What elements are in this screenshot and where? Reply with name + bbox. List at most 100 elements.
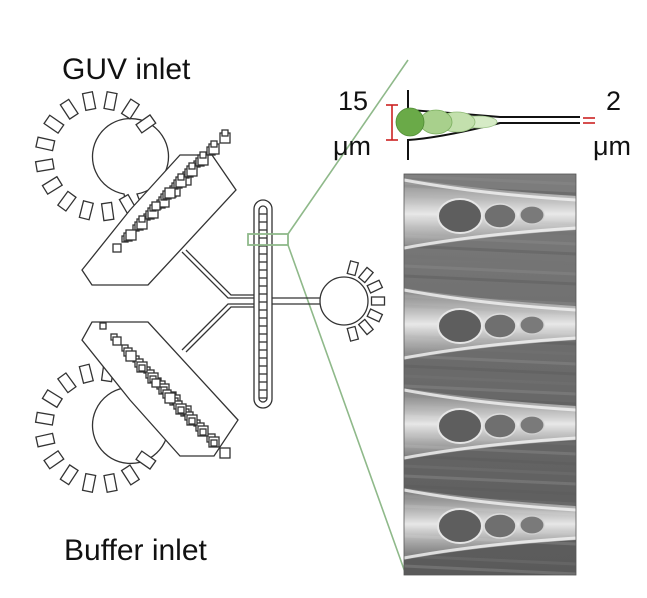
microscopy-streak: [403, 474, 577, 486]
filter-square: [188, 417, 196, 425]
filter-square: [210, 140, 218, 148]
trapped-vesicle: [437, 508, 483, 544]
filter-square: [138, 364, 146, 372]
microscopy-channel-wall: [403, 536, 577, 560]
microscopy-channel-wall: [403, 178, 577, 202]
filter-pillar: [81, 91, 97, 112]
microscopy-streak: [403, 454, 577, 466]
microscopy-streak: [403, 364, 577, 376]
vesicle-mid: [419, 109, 453, 135]
filter-square: [151, 201, 161, 211]
trapped-vesicle: [437, 408, 483, 444]
filter-pillar: [120, 98, 141, 120]
microscopy-streak: [403, 244, 577, 256]
filter-pillar: [35, 432, 56, 448]
filter-square: [219, 447, 231, 459]
microscopy-streak: [403, 384, 577, 396]
filter-pillar: [135, 450, 157, 470]
buffer-filter-region: [81, 321, 239, 459]
filter-pillar: [34, 158, 55, 173]
microscopy-streak: [403, 174, 577, 186]
filter-square: [164, 392, 176, 404]
guv-inlet-reservoir: [34, 90, 170, 222]
filter-pillar: [81, 472, 97, 493]
filter-square: [177, 406, 185, 414]
filter-square: [112, 336, 122, 346]
filter-square: [112, 243, 122, 253]
inlet-width-value: 15: [338, 86, 369, 116]
filter-pillar: [103, 90, 118, 112]
filter-square: [138, 215, 146, 223]
microscopy-streak: [403, 254, 577, 266]
microscopy-streak: [403, 354, 577, 366]
filter-pillar: [56, 190, 77, 212]
filter-pillar: [59, 98, 79, 120]
filter-pillar: [366, 308, 384, 323]
filter-pillar: [34, 411, 55, 426]
filter-square: [188, 162, 196, 170]
zoom-box: [247, 233, 289, 246]
microscopy-channel-wall: [403, 388, 577, 412]
filter-pillar: [103, 472, 118, 494]
filter-square: [164, 187, 176, 199]
trapped-vesicle: [519, 415, 545, 435]
connecting-channels: [181, 249, 322, 353]
filter-pillar: [100, 201, 115, 222]
microscopy-image: [403, 173, 577, 576]
outlet-reservoir: [319, 260, 386, 342]
zoom-lines: [287, 59, 409, 576]
microscopy-channel-wall: [403, 488, 577, 512]
trapped-vesicle: [519, 515, 545, 535]
trapped-vesicle: [437, 198, 483, 234]
microscopy-channel-wall: [403, 336, 577, 360]
trapped-vesicle: [483, 413, 517, 439]
filter-pillar: [120, 464, 141, 486]
trapped-vesicle: [483, 313, 517, 339]
filter-square: [199, 151, 207, 159]
microscopy-streak: [403, 284, 577, 296]
trap-schematic: [386, 90, 595, 160]
microscopy-channel-wall: [403, 288, 577, 312]
buffer-filter-squares: [99, 322, 231, 459]
guv-filter-region: [81, 129, 237, 286]
inlet-width-unit: μm: [333, 131, 372, 161]
trapped-vesicle: [483, 203, 517, 229]
filter-pillar: [346, 325, 360, 342]
outlet-width-value: 2: [606, 86, 622, 116]
filter-pillar: [357, 318, 375, 336]
guv-filter-squares: [112, 129, 231, 253]
outlet-width-unit: μm: [593, 131, 632, 161]
microscopy-trapped-vesicles: [437, 198, 545, 544]
filter-square: [177, 173, 185, 181]
microscopy-streak: [403, 374, 577, 386]
device-schematic: [34, 90, 386, 494]
filter-square: [99, 322, 107, 330]
microscopy-streak: [403, 564, 577, 576]
filter-square: [221, 129, 229, 137]
filter-pillar: [135, 114, 157, 134]
buffer-inlet-label: Buffer inlet: [64, 534, 207, 567]
filter-square: [125, 229, 137, 241]
trapped-vesicle: [519, 205, 545, 225]
filter-pillar: [366, 279, 384, 294]
trap-array-channel: [253, 199, 273, 409]
filter-pillar: [56, 372, 77, 394]
filter-pillar: [41, 175, 64, 196]
filter-pillar: [78, 200, 95, 221]
filter-square: [199, 428, 207, 436]
outlet-width-scale-bar: [583, 117, 595, 124]
trapped-vesicle: [519, 315, 545, 335]
filter-pillar: [41, 388, 64, 409]
vesicle-dark: [395, 107, 425, 137]
trapped-vesicle: [437, 308, 483, 344]
inlet-width-scale-bar: [386, 104, 398, 141]
filter-pillar: [59, 464, 79, 486]
filter-pillar: [43, 449, 65, 470]
trap-ticks: [259, 213, 267, 399]
filter-pillar: [35, 136, 56, 152]
microscopy-streak: [403, 264, 577, 276]
microscopy-channel-wall: [403, 226, 577, 250]
filter-square: [151, 378, 161, 388]
filter-pillar: [346, 260, 360, 277]
